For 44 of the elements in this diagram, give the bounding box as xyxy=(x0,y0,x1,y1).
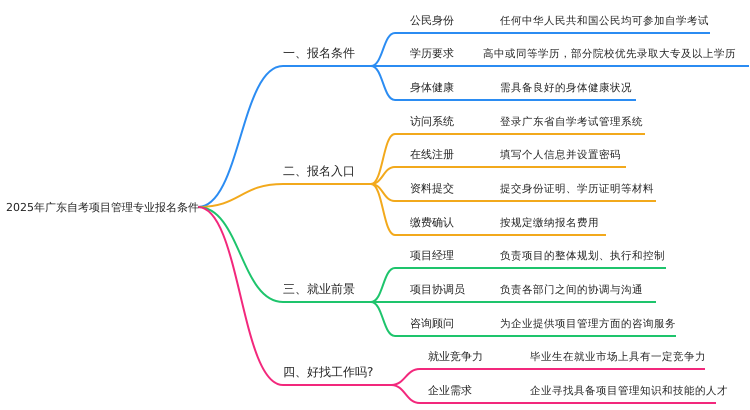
branch-connector xyxy=(370,133,396,185)
branch-connector xyxy=(390,368,420,386)
subtopic-description: 按规定缴纳报名费用 xyxy=(500,216,599,230)
branch-connector xyxy=(371,65,395,67)
branch-connector xyxy=(198,65,284,208)
subtopic-description: 毕业生在就业市场上具有一定竞争力 xyxy=(530,350,706,364)
branch-topic: 四、好找工作吗? xyxy=(283,362,391,386)
branch-connector xyxy=(390,384,420,404)
branch-connector xyxy=(370,65,396,101)
subtopic-label: 项目经理 xyxy=(410,248,454,263)
subtopic-label: 企业需求 xyxy=(428,383,472,398)
subtopic-label: 资料提交 xyxy=(410,181,454,196)
subtopic-description: 填写个人信息并设置密码 xyxy=(500,148,621,162)
subtopic-description: 高中或同等学历，部分院校优先录取大专及以上学历 xyxy=(483,47,736,61)
branch-connector xyxy=(370,183,396,236)
subtopic-description: 登录广东省自学考试管理系统 xyxy=(500,115,643,129)
subtopic-label: 项目协调员 xyxy=(410,282,465,297)
branch-connector xyxy=(198,206,284,303)
subtopic-description: 企业寻找具备项目管理知识和技能的人才 xyxy=(530,384,728,398)
branch-connector xyxy=(370,183,396,202)
subtopic-label: 公民身份 xyxy=(410,13,454,28)
central-topic: 2025年广东自考项目管理专业报名条件 xyxy=(6,197,198,217)
branch-topic: 一、报名条件 xyxy=(283,43,371,67)
branch-connector xyxy=(370,267,396,303)
branch-topic: 三、就业前景 xyxy=(283,279,371,303)
subtopic-description: 负责各部门之间的协调与沟通 xyxy=(500,283,643,297)
subtopic-description: 提交身份证明、学历证明等材料 xyxy=(500,182,654,196)
subtopic-description: 需具备良好的身体健康状况 xyxy=(500,81,632,95)
subtopic-label: 缴费确认 xyxy=(410,215,454,230)
subtopic-label: 学历要求 xyxy=(410,46,454,61)
subtopic-label: 身体健康 xyxy=(410,80,454,95)
subtopic-label: 就业竞争力 xyxy=(428,349,483,364)
branch-connector xyxy=(371,301,395,303)
branch-connector xyxy=(370,32,396,67)
branch-connector xyxy=(370,166,396,185)
subtopic-label: 咨询顾问 xyxy=(410,316,454,331)
subtopic-label: 在线注册 xyxy=(410,147,454,162)
subtopic-description: 负责项目的整体规划、执行和控制 xyxy=(500,249,665,263)
branch-connector xyxy=(198,206,284,386)
branch-connector xyxy=(370,301,396,337)
subtopic-label: 访问系统 xyxy=(410,114,454,129)
subtopic-description: 任何中华人民共和国公民均可参加自学考试 xyxy=(500,14,709,28)
subtopic-description: 为企业提供项目管理方面的咨询服务 xyxy=(500,317,676,331)
branch-topic: 二、报名入口 xyxy=(283,161,371,185)
